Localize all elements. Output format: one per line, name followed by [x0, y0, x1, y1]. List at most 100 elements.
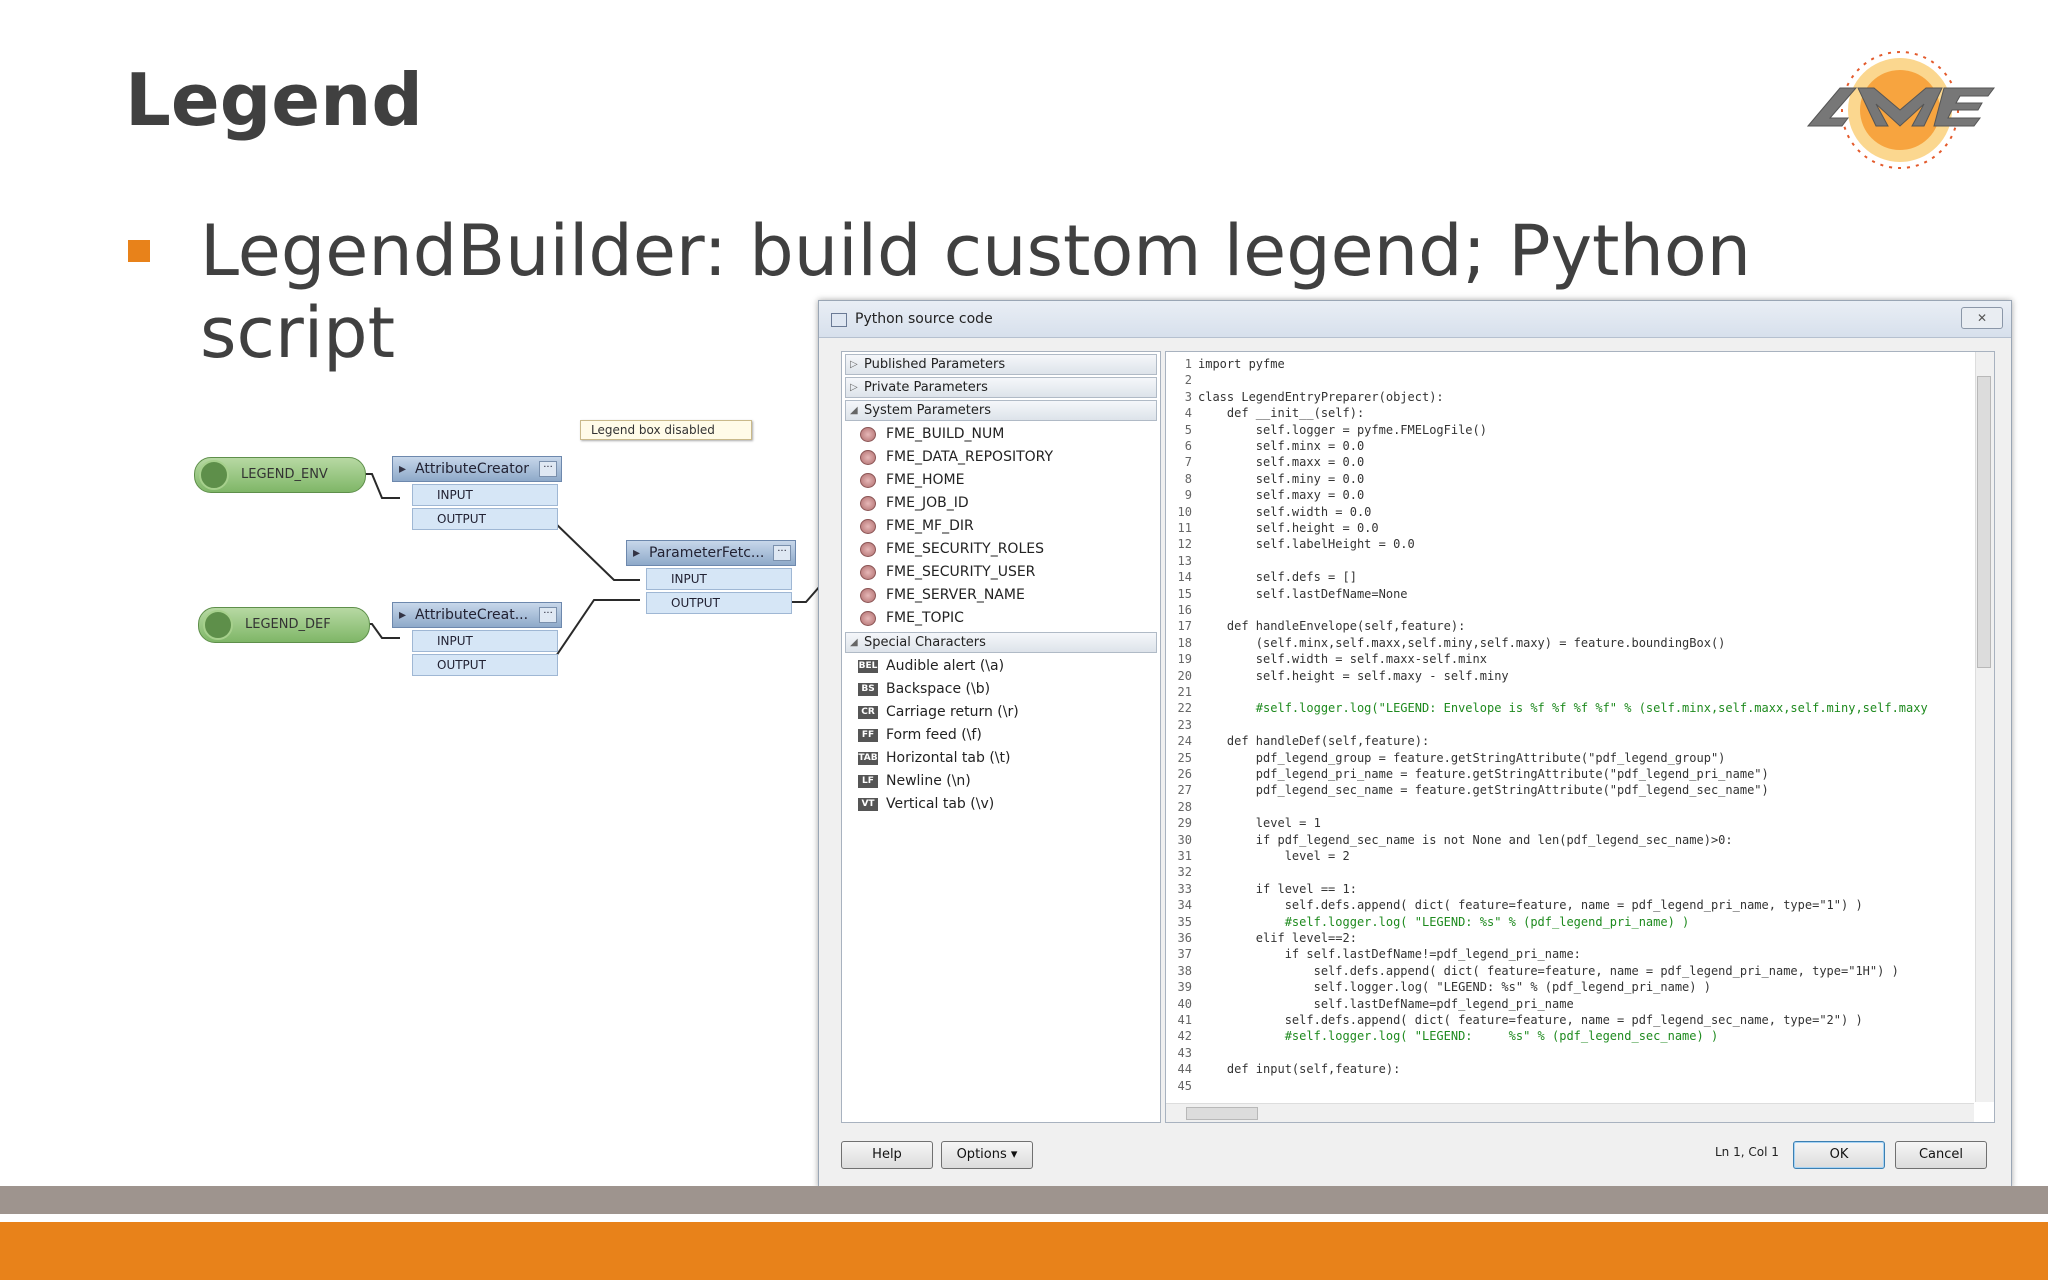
- horizontal-scrollbar[interactable]: [1166, 1103, 1974, 1122]
- parameter-icon: [860, 473, 876, 488]
- parameter-icon: [860, 565, 876, 580]
- system-parameter-item[interactable]: FME_BUILD_NUM: [842, 423, 1160, 446]
- close-icon[interactable]: ✕: [1961, 307, 2003, 329]
- special-character-item[interactable]: FF Form feed (\f): [842, 724, 1160, 747]
- character-label: Newline (\n): [886, 773, 971, 789]
- code-line: 14 self.defs = []: [1166, 569, 1974, 585]
- code-line: 20 self.height = self.maxy - self.miny: [1166, 668, 1974, 684]
- section-private-parameters[interactable]: Private Parameters: [845, 377, 1157, 398]
- code-line: 32: [1166, 864, 1974, 880]
- dialog-titlebar[interactable]: Python source code ✕: [819, 301, 2011, 338]
- vertical-scrollbar[interactable]: [1975, 352, 1994, 1102]
- line-number: 41: [1177, 1013, 1192, 1027]
- line-number: 38: [1177, 963, 1192, 978]
- transformer-attributecreator[interactable]: AttributeCreator··· INPUT OUTPUT: [392, 456, 562, 530]
- line-number: 24: [1177, 734, 1192, 749]
- system-parameter-item[interactable]: FME_TOPIC: [842, 607, 1160, 630]
- parameter-icon: [860, 519, 876, 534]
- input-port[interactable]: INPUT: [646, 568, 792, 590]
- section-system-parameters[interactable]: System Parameters: [845, 400, 1157, 421]
- character-label: Audible alert (\a): [886, 658, 1005, 674]
- line-number: 36: [1177, 931, 1192, 945]
- more-icon[interactable]: ···: [773, 545, 791, 561]
- line-text: self.defs = []: [1198, 570, 1357, 585]
- line-number: 34: [1177, 898, 1192, 913]
- cancel-button[interactable]: Cancel: [1895, 1141, 1987, 1169]
- system-parameter-item[interactable]: FME_HOME: [842, 469, 1160, 492]
- character-label: Form feed (\f): [886, 727, 982, 743]
- line-text: self.height = 0.0: [1198, 521, 1379, 535]
- output-port[interactable]: OUTPUT: [412, 508, 558, 530]
- parameter-label: FME_JOB_ID: [886, 495, 969, 511]
- system-parameter-item[interactable]: FME_SECURITY_ROLES: [842, 538, 1160, 561]
- system-parameter-item[interactable]: FME_MF_DIR: [842, 515, 1160, 538]
- line-text: self.labelHeight = 0.0: [1198, 537, 1415, 552]
- python-source-dialog: Python source code ✕ Published Parameter…: [818, 300, 2012, 1188]
- parameter-label: FME_SERVER_NAME: [886, 587, 1025, 603]
- line-number: 44: [1177, 1062, 1192, 1077]
- bullet-text: LegendBuilder: build custom legend; Pyth…: [200, 210, 1752, 374]
- line-number: 39: [1177, 980, 1192, 995]
- line-text: self.height = self.maxy - self.miny: [1198, 668, 1509, 683]
- code-line: 35 #self.logger.log( "LEGEND: %s" % (pdf…: [1166, 914, 1974, 930]
- character-code-icon: FF: [858, 729, 878, 742]
- line-number: 23: [1177, 717, 1192, 732]
- code-line: 16: [1166, 602, 1974, 618]
- code-line: 45: [1166, 1078, 1974, 1094]
- character-label: Horizontal tab (\t): [886, 750, 1011, 766]
- help-button[interactable]: Help: [841, 1141, 933, 1169]
- reader-legend-env[interactable]: LEGEND_ENV: [194, 457, 366, 493]
- code-line: 2: [1166, 372, 1974, 388]
- line-text: def handleEnvelope(self,feature):: [1198, 619, 1466, 634]
- parameter-label: FME_SECURITY_USER: [886, 564, 1036, 580]
- more-icon[interactable]: ···: [539, 461, 557, 477]
- section-published-parameters[interactable]: Published Parameters: [845, 354, 1157, 375]
- system-parameter-item[interactable]: FME_JOB_ID: [842, 492, 1160, 515]
- system-parameter-item[interactable]: FME_SECURITY_USER: [842, 561, 1160, 584]
- options-button[interactable]: Options ▾: [941, 1141, 1033, 1169]
- line-number: 10: [1177, 504, 1192, 519]
- line-text: self.miny = 0.0: [1198, 471, 1365, 486]
- line-number: 20: [1177, 668, 1192, 683]
- system-parameter-item[interactable]: FME_SERVER_NAME: [842, 584, 1160, 607]
- reader-label: LEGEND_DEF: [245, 617, 331, 632]
- line-text: def __init__(self):: [1198, 406, 1365, 421]
- line-number: 32: [1177, 865, 1192, 880]
- line-text: #self.logger.log( "LEGEND: %s" % (pdf_le…: [1198, 1029, 1719, 1044]
- line-text: self.logger.log( "LEGEND: %s" % (pdf_leg…: [1198, 980, 1711, 995]
- ok-button[interactable]: OK: [1793, 1141, 1885, 1169]
- line-number: 33: [1177, 881, 1192, 896]
- code-line: 43: [1166, 1045, 1974, 1061]
- bookmark-note[interactable]: Legend box disabled: [580, 420, 752, 440]
- system-parameter-item[interactable]: FME_DATA_REPOSITORY: [842, 446, 1160, 469]
- transformer-attributecreator-2[interactable]: AttributeCreat... ··· INPUT OUTPUT: [392, 602, 562, 676]
- line-number: 35: [1177, 914, 1192, 929]
- section-special-characters[interactable]: Special Characters: [845, 632, 1157, 653]
- line-number: 6: [1184, 439, 1192, 453]
- transformer-parameterfetcher[interactable]: ParameterFetc...··· INPUT OUTPUT: [626, 540, 796, 614]
- line-number: 2: [1184, 373, 1192, 388]
- transformer-name: AttributeCreat...: [415, 607, 529, 623]
- window-icon: [831, 313, 847, 327]
- reader-legend-def[interactable]: LEGEND_DEF: [198, 607, 370, 643]
- parameter-label: FME_DATA_REPOSITORY: [886, 449, 1054, 465]
- line-number: 25: [1177, 750, 1192, 765]
- code-line: 21: [1166, 684, 1974, 700]
- input-port[interactable]: INPUT: [412, 630, 558, 652]
- output-port[interactable]: OUTPUT: [646, 592, 792, 614]
- workflow-canvas: Legend box disabled LEGEND_ENV LEGEND_DE…: [180, 410, 820, 700]
- character-label: Backspace (\b): [886, 681, 991, 697]
- more-icon[interactable]: ···: [539, 607, 557, 623]
- code-line: 7 self.maxx = 0.0: [1166, 454, 1974, 470]
- input-port[interactable]: INPUT: [412, 484, 558, 506]
- output-port[interactable]: OUTPUT: [412, 654, 558, 676]
- code-line: 33 if level == 1:: [1166, 881, 1974, 897]
- line-text: def handleDef(self,feature):: [1198, 734, 1430, 749]
